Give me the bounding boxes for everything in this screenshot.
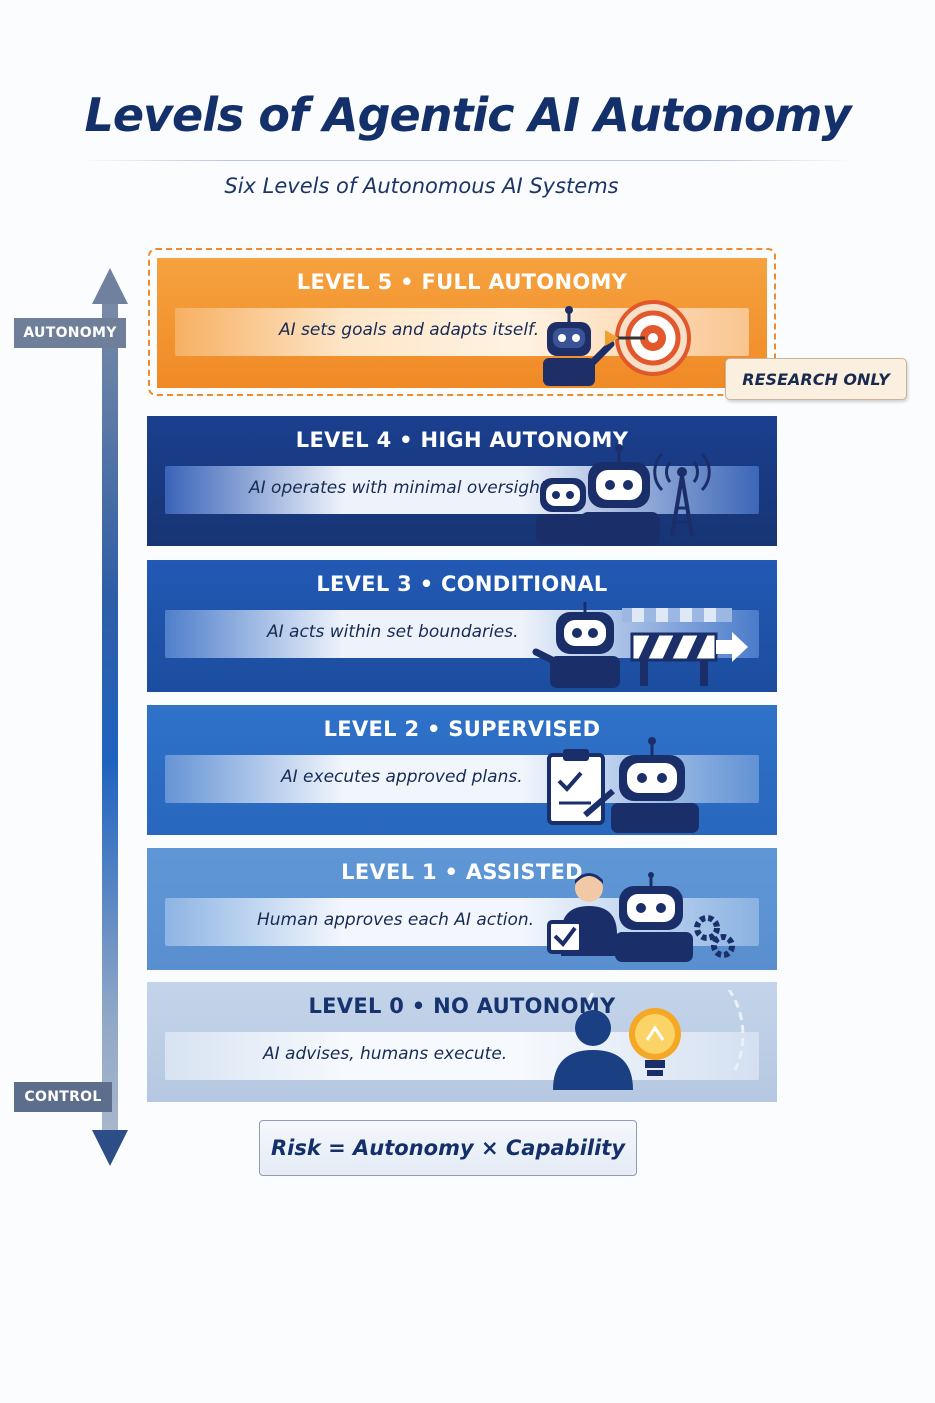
level-5-dashed-frame: [148, 248, 776, 396]
arrow-up-icon: [92, 268, 128, 304]
autonomy-control-axis: [102, 300, 118, 1140]
robot-icon: [615, 872, 693, 962]
level-1-band: LEVEL 1 • ASSISTED Human approves each A…: [147, 848, 777, 970]
level-title: LEVEL 3 • CONDITIONAL: [316, 572, 608, 596]
level-5-band: LEVEL 5 • FULL AUTONOMY AI sets goals an…: [157, 258, 767, 388]
barrier-icon: [622, 608, 732, 686]
checkbox-icon: [547, 920, 583, 954]
arrow-down-icon: [92, 1130, 128, 1166]
level-description: AI acts within set boundaries.: [267, 622, 519, 642]
target-icon: [605, 300, 691, 376]
axis-label-autonomy: AUTONOMY: [14, 318, 126, 348]
level-description: AI sets goals and adapts itself.: [279, 320, 540, 340]
level-0-band: LEVEL 0 • NO AUTONOMY AI advises, humans…: [147, 982, 777, 1102]
level-3-band: LEVEL 3 • CONDITIONAL AI acts within set…: [147, 560, 777, 692]
risk-formula-box: Risk = Autonomy × Capability: [259, 1120, 637, 1176]
clipboard-check-icon: [547, 737, 699, 833]
level-title: LEVEL 4 • HIGH AUTONOMY: [295, 428, 629, 452]
level-title: LEVEL 2 • SUPERVISED: [323, 717, 601, 741]
level-description: AI operates with minimal oversight.: [249, 478, 552, 498]
level-4-band: LEVEL 4 • HIGH AUTONOMY AI operates with…: [147, 416, 777, 546]
level-title: LEVEL 0 • NO AUTONOMY: [308, 994, 616, 1018]
robot-icon: [532, 602, 748, 688]
lightbulb-icon: [629, 1008, 681, 1076]
axis-label-control: CONTROL: [14, 1082, 112, 1112]
signal-tower-icon: [653, 452, 711, 537]
level-description: AI executes approved plans.: [281, 767, 523, 787]
level-2-band: LEVEL 2 • SUPERVISED AI executes approve…: [147, 705, 777, 835]
page-title: Levels of Agentic AI Autonomy: [84, 88, 852, 142]
gear-icon: [694, 915, 735, 958]
person-icon: [547, 872, 735, 962]
level-description: Human approves each AI action.: [257, 910, 535, 930]
research-only-badge: RESEARCH ONLY: [725, 358, 907, 400]
level-description: AI advises, humans execute.: [263, 1044, 508, 1064]
robot-icon: [536, 444, 711, 546]
person-silhouette-icon: [553, 990, 745, 1090]
robot-icon: [543, 300, 691, 386]
level-title: LEVEL 5 • FULL AUTONOMY: [296, 270, 628, 294]
arrow-right-icon: [716, 632, 748, 662]
page-subtitle: Six Levels of Autonomous AI Systems: [224, 174, 619, 198]
level-title: LEVEL 1 • ASSISTED: [341, 860, 583, 884]
robot-icon: [611, 737, 699, 833]
title-divider: [80, 160, 855, 161]
